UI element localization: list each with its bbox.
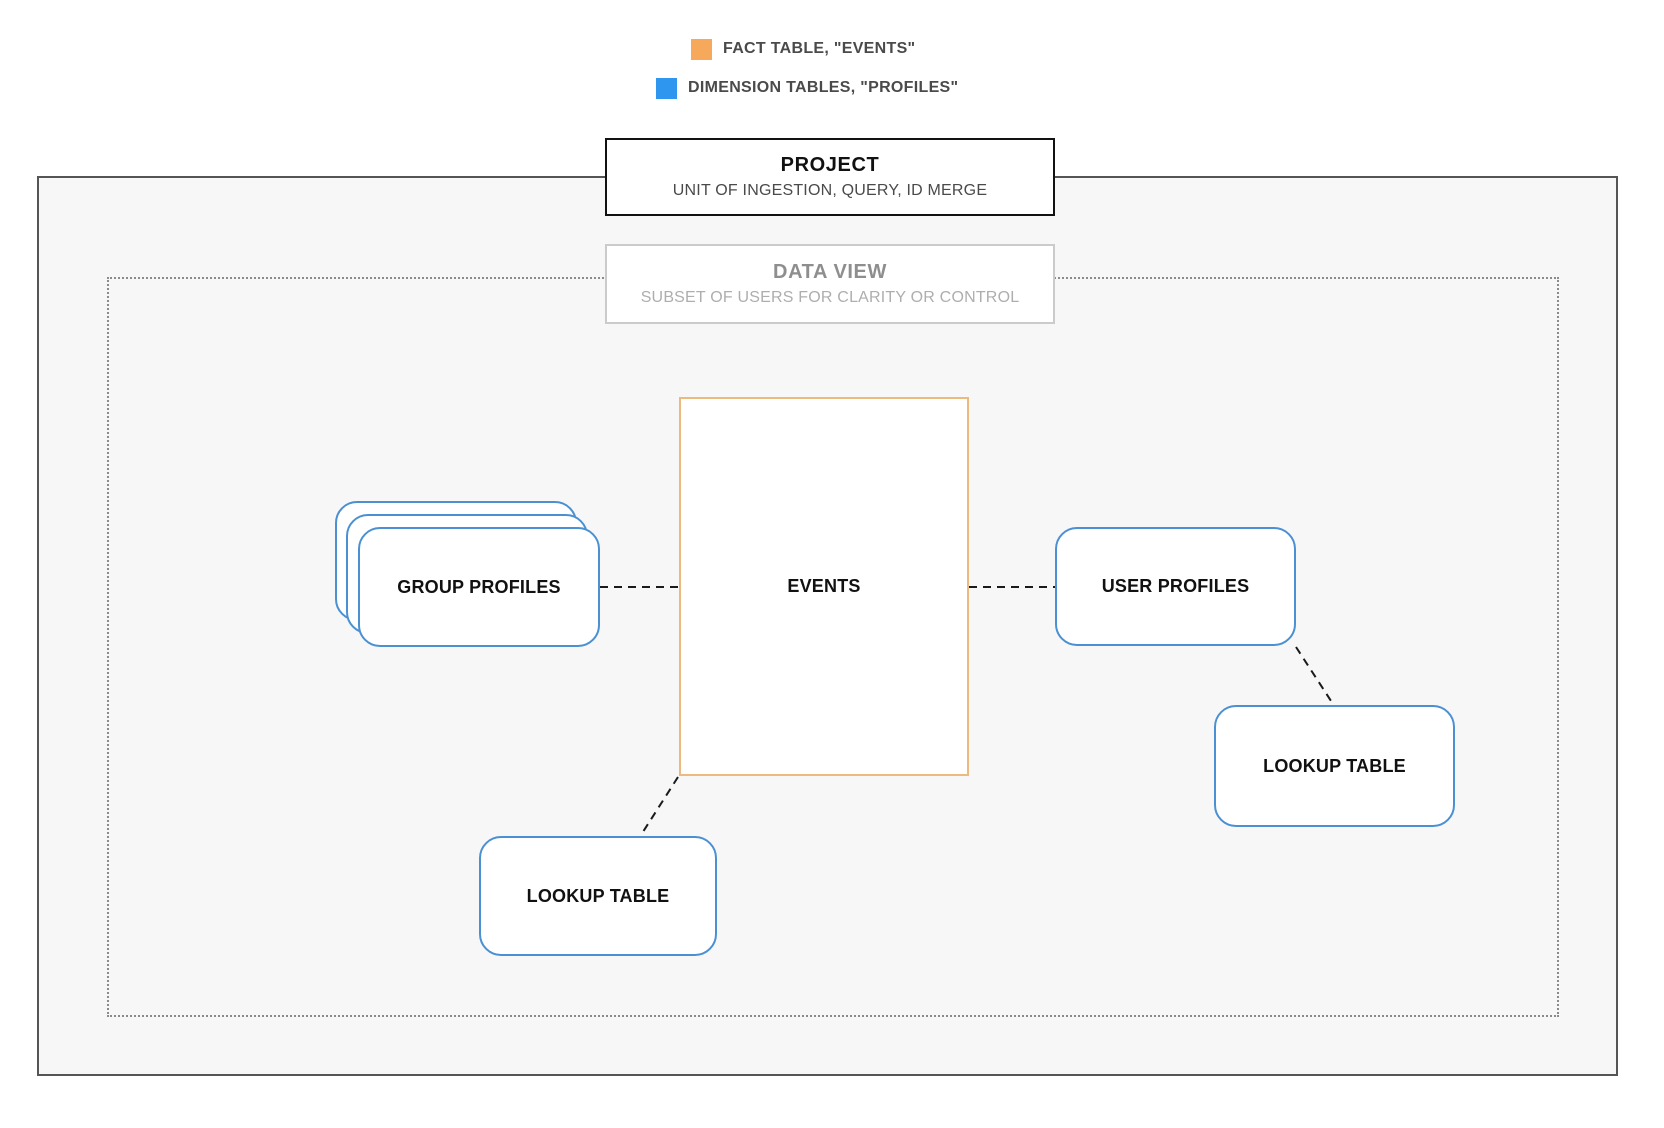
- data-view-title: DATA VIEW: [773, 261, 887, 283]
- events-node: EVENTS: [679, 397, 969, 776]
- lookup-table-bottom-node-label: LOOKUP TABLE: [526, 885, 670, 906]
- user-profiles-node-label: USER PROFILES: [1101, 576, 1250, 596]
- lookup-table-bottom-node: LOOKUP TABLE: [479, 836, 717, 956]
- fact-table-swatch-icon: [691, 38, 712, 60]
- project-subtitle: UNIT OF INGESTION, QUERY, ID MERGE: [672, 182, 988, 199]
- project-title-box: PROJECT UNIT OF INGESTION, QUERY, ID MER…: [605, 138, 1055, 216]
- legend-label-dimension-tables: DIMENSION TABLES, "PROFILES": [688, 79, 959, 96]
- project-title: PROJECT: [780, 154, 880, 176]
- legend-label-fact-table: FACT TABLE, "EVENTS": [723, 40, 916, 57]
- user-profiles-node: USER PROFILES: [1055, 527, 1296, 646]
- legend-item-fact-table: FACT TABLE, "EVENTS": [691, 37, 915, 61]
- dimension-tables-swatch-icon: [656, 77, 677, 99]
- data-view-subtitle: SUBSET OF USERS FOR CLARITY OR CONTROL: [640, 289, 1020, 306]
- events-node-label: EVENTS: [787, 576, 861, 596]
- group-profiles-node-label: GROUP PROFILES: [397, 576, 561, 597]
- lookup-table-right-node-label: LOOKUP TABLE: [1263, 755, 1406, 776]
- lookup-table-right-node: LOOKUP TABLE: [1214, 705, 1455, 827]
- legend-item-dimension-tables: DIMENSION TABLES, "PROFILES": [656, 76, 958, 100]
- data-view-title-box: DATA VIEW SUBSET OF USERS FOR CLARITY OR…: [605, 244, 1055, 324]
- group-profiles-node: GROUP PROFILES: [358, 527, 600, 647]
